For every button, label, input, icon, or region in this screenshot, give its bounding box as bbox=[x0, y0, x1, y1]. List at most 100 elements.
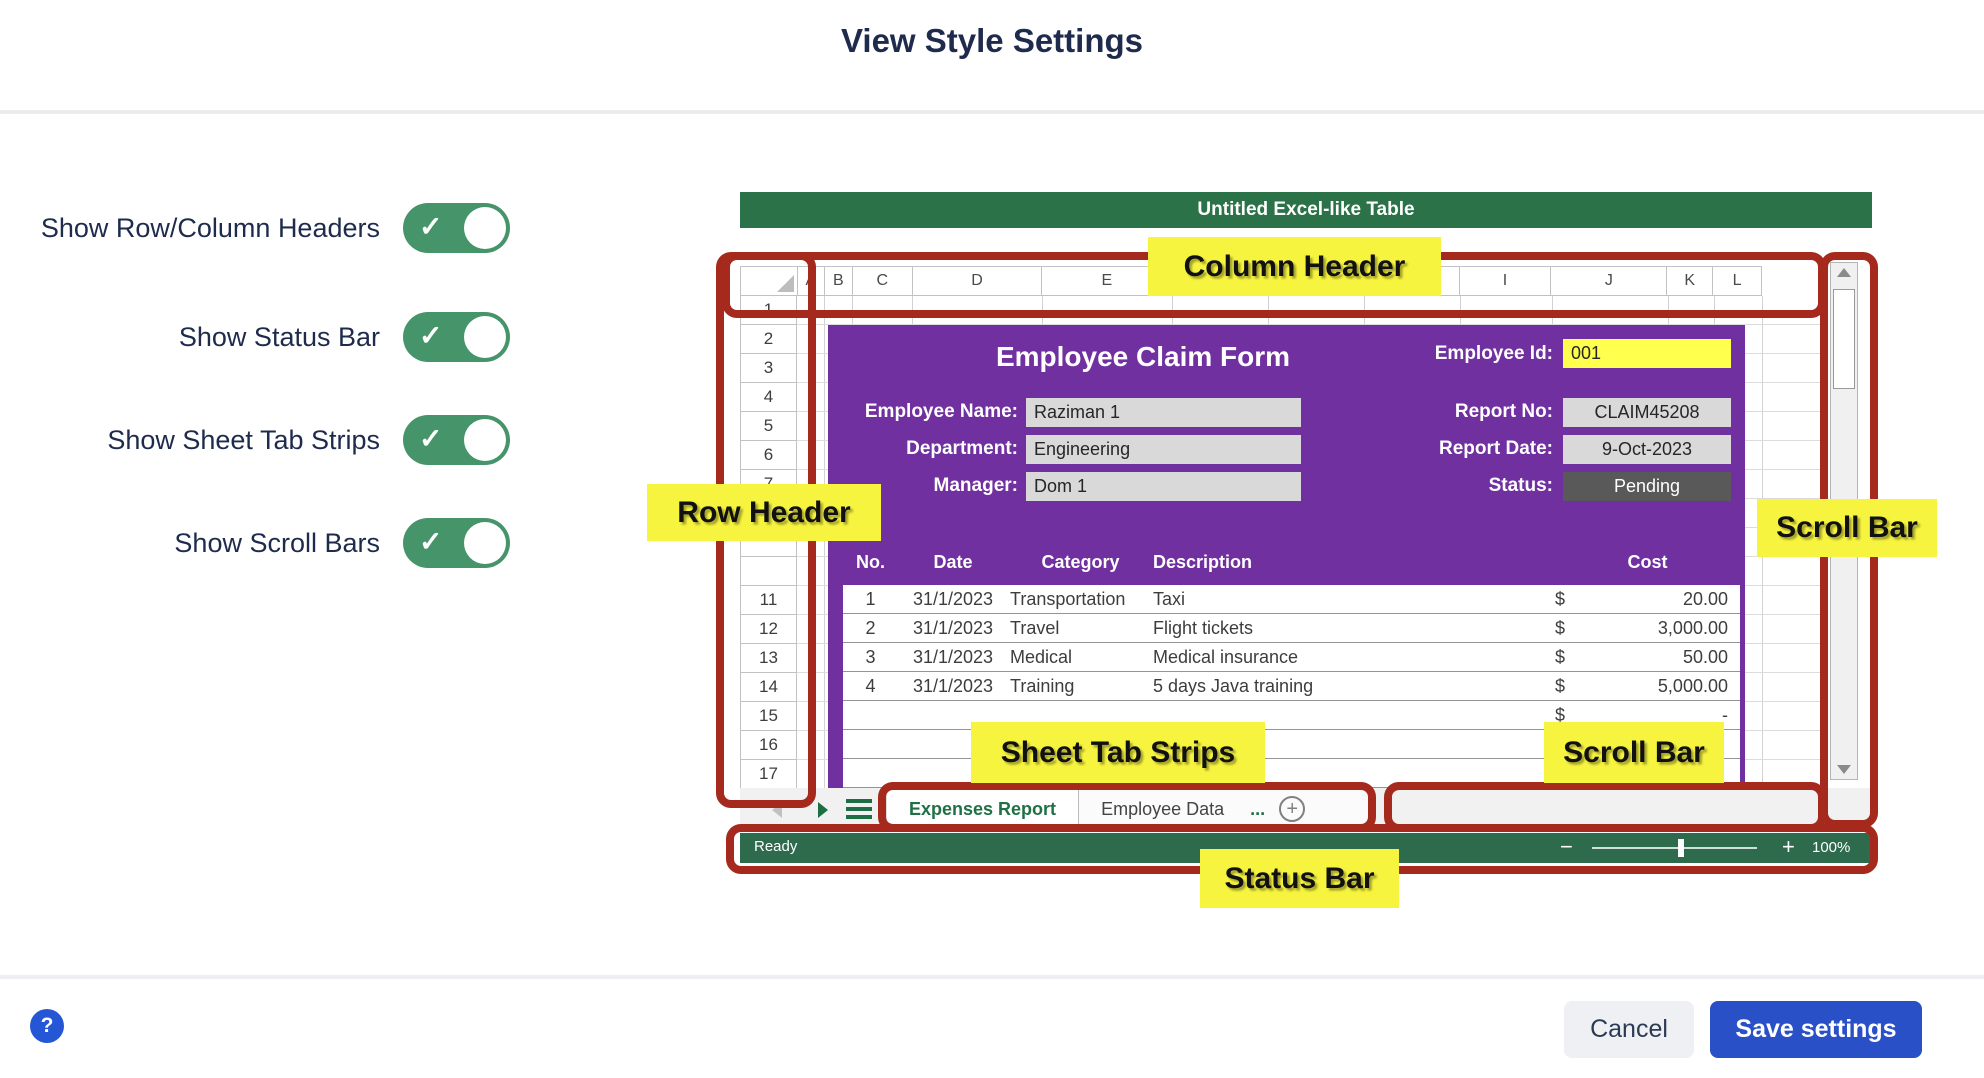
field-value: Engineering bbox=[1026, 435, 1301, 464]
toggle-knob bbox=[464, 207, 506, 249]
cell-no: 4 bbox=[865, 675, 876, 696]
annotation-label-row-header: Row Header bbox=[647, 484, 881, 541]
toggle-label: Show Sheet Tab Strips bbox=[107, 424, 380, 455]
header-description: Description bbox=[1153, 551, 1253, 572]
row-number: 12 bbox=[741, 615, 796, 644]
table-row: 4 31/1/2023 Training 5 days Java trainin… bbox=[843, 672, 1740, 701]
cell-currency: $ bbox=[1555, 646, 1566, 667]
cell-date: 31/1/2023 bbox=[912, 617, 994, 638]
row-number bbox=[741, 528, 796, 557]
row-number: 4 bbox=[741, 383, 796, 412]
tab-employee-data: Employee Data bbox=[1101, 798, 1225, 819]
check-icon: ✓ bbox=[419, 211, 443, 242]
zoom-level: 100% bbox=[1812, 839, 1851, 856]
status-badge: Pending bbox=[1563, 472, 1731, 501]
cell-currency: $ bbox=[1555, 588, 1566, 609]
toggle-label: Show Scroll Bars bbox=[174, 527, 380, 558]
employee-claim-form: Employee Claim Form Employee Id: 001 Emp… bbox=[828, 325, 1745, 788]
row-number bbox=[741, 557, 796, 586]
toggle-show-row-column-headers[interactable]: ✓ bbox=[403, 203, 510, 253]
check-icon: ✓ bbox=[419, 320, 443, 351]
annotation-label-column-header: Column Header bbox=[1148, 237, 1441, 296]
toggle-knob bbox=[464, 316, 506, 358]
column-letter: D bbox=[913, 267, 1043, 295]
toggle-label: Show Row/Column Headers bbox=[40, 212, 380, 243]
annotation-label-scroll-bar-vertical: Scroll Bar bbox=[1757, 499, 1937, 557]
cell-amount: 20.00 bbox=[1682, 588, 1728, 609]
toggle-knob bbox=[464, 522, 506, 564]
table-row: $ - bbox=[843, 701, 1740, 730]
cell-no: 3 bbox=[865, 646, 876, 667]
column-letter: L bbox=[1732, 272, 1742, 289]
toggle-show-scroll-bars[interactable]: ✓ bbox=[403, 518, 510, 568]
scroll-up-arrow-icon bbox=[1831, 268, 1857, 277]
toggle-show-status-bar[interactable]: ✓ bbox=[403, 312, 510, 362]
sheet-menu-icon bbox=[846, 799, 872, 823]
spreadsheet-title-bar: Untitled Excel-like Table bbox=[740, 192, 1872, 228]
help-button[interactable]: ? bbox=[30, 1009, 64, 1043]
employee-id-label: Employee Id: bbox=[1434, 343, 1553, 364]
cell-amount: 3,000.00 bbox=[1657, 617, 1728, 638]
field-label: Employee Name: bbox=[864, 401, 1018, 422]
header-date: Date bbox=[933, 551, 973, 572]
setting-row-headers: Show Row/Column Headers ✓ bbox=[30, 203, 510, 253]
column-letter: B bbox=[825, 267, 853, 295]
tab-nav-right-icon bbox=[818, 802, 828, 818]
annotation-label-scroll-bar-horizontal: Scroll Bar bbox=[1544, 722, 1724, 783]
table-row: 3 31/1/2023 Medical Medical insurance $ … bbox=[843, 643, 1740, 672]
select-all-triangle-icon bbox=[776, 275, 794, 292]
cancel-button[interactable]: Cancel bbox=[1564, 1001, 1694, 1058]
zoom-slider-thumb bbox=[1678, 839, 1684, 857]
cell-category: Training bbox=[1010, 675, 1075, 696]
vertical-scrollbar-thumb bbox=[1833, 289, 1855, 389]
setting-sheet-tabs: Show Sheet Tab Strips ✓ bbox=[30, 415, 510, 465]
setting-status-bar: Show Status Bar ✓ bbox=[30, 312, 510, 362]
table-row: 2 31/1/2023 Travel Flight tickets $ 3,00… bbox=[843, 614, 1740, 643]
field-label: Department: bbox=[906, 438, 1018, 459]
field-label: Report Date: bbox=[1438, 438, 1553, 459]
sheet-tab-strip: Expenses Report Employee Data ... + bbox=[740, 788, 1872, 830]
cell-description: 5 days Java training bbox=[1153, 675, 1314, 696]
zoom-in-icon: + bbox=[1782, 834, 1795, 859]
zoom-out-icon: − bbox=[1560, 834, 1573, 859]
tab-nav-left-icon bbox=[772, 802, 782, 818]
cell-date: 31/1/2023 bbox=[912, 588, 994, 609]
toggle-label: Show Status Bar bbox=[178, 321, 380, 352]
cell-currency: $ bbox=[1555, 704, 1566, 725]
field-value: Raziman 1 bbox=[1026, 398, 1301, 427]
column-letter: J bbox=[1551, 267, 1668, 295]
table-row bbox=[843, 730, 1740, 759]
annotation-label-sheet-tab-strips: Sheet Tab Strips bbox=[971, 722, 1265, 783]
select-all-corner-cell bbox=[741, 267, 798, 295]
row-number: 13 bbox=[741, 644, 796, 673]
row-number: 15 bbox=[741, 702, 796, 731]
save-settings-button[interactable]: Save settings bbox=[1710, 1001, 1922, 1058]
row-header-column: 123456711121314151617 bbox=[740, 296, 797, 789]
field-value: 9-Oct-2023 bbox=[1563, 435, 1731, 464]
cell-no: 2 bbox=[865, 617, 876, 638]
row-number: 16 bbox=[741, 731, 796, 760]
row-number: 5 bbox=[741, 412, 796, 441]
column-letter: K bbox=[1667, 267, 1714, 295]
cell-no: 1 bbox=[865, 588, 876, 609]
cell-category: Transportation bbox=[1010, 588, 1126, 609]
employee-id-value: 001 bbox=[1563, 339, 1731, 368]
tab-overflow-icon: ... bbox=[1250, 798, 1266, 819]
row-number: 11 bbox=[741, 586, 796, 615]
toggle-show-sheet-tab-strips[interactable]: ✓ bbox=[403, 415, 510, 465]
row-number: 6 bbox=[741, 441, 796, 470]
cell-currency: $ bbox=[1555, 675, 1566, 696]
check-icon: ✓ bbox=[419, 423, 443, 454]
field-value: CLAIM45208 bbox=[1563, 398, 1731, 427]
cell-description: Medical insurance bbox=[1153, 646, 1299, 667]
row-number: 1 bbox=[741, 296, 796, 325]
form-title: Employee Claim Form bbox=[995, 341, 1291, 372]
cell-description: Flight tickets bbox=[1153, 617, 1254, 638]
check-icon: ✓ bbox=[419, 526, 443, 557]
header-category: Category bbox=[1041, 551, 1120, 572]
cell-description: Taxi bbox=[1153, 588, 1186, 609]
field-label: Status: bbox=[1488, 475, 1553, 496]
setting-scroll-bars: Show Scroll Bars ✓ bbox=[30, 518, 510, 568]
sheet-tabs: Expenses Report Employee Data ... + bbox=[886, 790, 1370, 828]
